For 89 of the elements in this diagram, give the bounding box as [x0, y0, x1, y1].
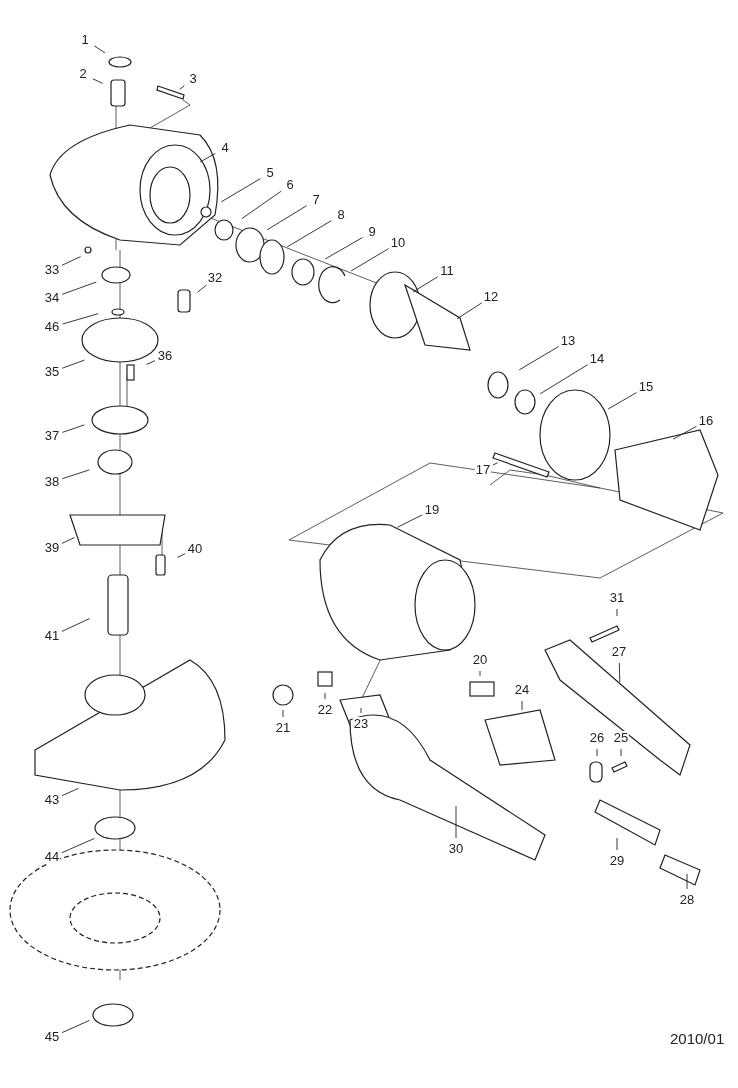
callout-number: 6	[285, 178, 295, 192]
leader-line	[620, 748, 622, 757]
callout-number: 26	[588, 731, 606, 745]
leader-line	[686, 873, 688, 890]
callout-number: 7	[311, 193, 321, 207]
callout-number: 43	[43, 793, 61, 807]
leader-line	[412, 276, 439, 293]
leader-line	[324, 692, 326, 700]
leader-line	[616, 608, 618, 617]
leader-line	[672, 425, 697, 440]
leader-line	[521, 700, 523, 711]
leader-line	[324, 237, 363, 260]
callout-number: 45	[43, 1030, 61, 1044]
date-note: 2010/01	[670, 1030, 725, 1047]
leader-line	[61, 424, 85, 433]
callout-number: 10	[389, 236, 407, 250]
leader-line	[220, 178, 261, 203]
leader-line	[607, 392, 637, 410]
leader-line	[492, 462, 499, 466]
callout-number: 24	[513, 683, 531, 697]
leader-line	[360, 707, 362, 714]
callout-number: 46	[43, 320, 61, 334]
callout-number: 31	[608, 591, 626, 605]
leader-line	[199, 152, 216, 163]
leader-line	[179, 85, 185, 90]
leader-line	[62, 469, 90, 480]
leader-line	[618, 662, 621, 683]
leader-line	[61, 837, 95, 854]
leader-line	[286, 220, 332, 248]
leader-line	[197, 284, 207, 293]
leader-line	[266, 205, 308, 231]
callout-number: 44	[43, 850, 61, 864]
callout-number: 12	[482, 290, 500, 304]
callout-number: 4	[220, 141, 230, 155]
leader-line	[61, 787, 79, 797]
callout-number: 28	[678, 893, 696, 907]
leader-line	[479, 670, 481, 677]
leader-line	[92, 78, 104, 84]
leader-line	[61, 359, 85, 369]
callout-number: 41	[43, 629, 61, 643]
leader-line	[596, 748, 598, 757]
callout-number: 5	[265, 166, 275, 180]
callout-number: 2	[78, 67, 88, 81]
callout-number: 34	[43, 291, 61, 305]
callout-number: 36	[156, 349, 174, 363]
callout-number: 11	[439, 264, 455, 278]
callout-number: 21	[274, 721, 292, 735]
leader-line	[146, 360, 156, 365]
leader-line	[282, 709, 284, 718]
leader-line	[62, 313, 99, 325]
callout-number: 25	[612, 731, 630, 745]
callout-number: 3	[188, 72, 198, 86]
leader-line	[396, 514, 423, 528]
leader-line	[350, 248, 390, 272]
callout-number: 40	[186, 542, 204, 556]
callout-number: 39	[43, 541, 61, 555]
callout-number: 22	[316, 703, 334, 717]
leader-line	[241, 190, 282, 220]
callout-number: 9	[367, 225, 377, 239]
callout-number: 37	[43, 429, 61, 443]
callout-number: 1	[80, 33, 90, 47]
callout-number: 17	[474, 463, 492, 477]
callout-number: 35	[43, 365, 61, 379]
callout-number: 27	[610, 645, 628, 659]
leader-line	[616, 837, 618, 851]
callout-number: 15	[637, 380, 655, 394]
callout-number: 30	[447, 842, 465, 856]
leader-line	[176, 553, 186, 558]
leader-line	[61, 256, 82, 266]
leader-line	[539, 364, 589, 395]
callout-number: 13	[559, 334, 577, 348]
leader-line	[455, 805, 457, 839]
callout-number: 16	[697, 414, 715, 428]
callout-number: 19	[423, 503, 441, 517]
leader-line	[93, 45, 106, 54]
leader-line	[518, 346, 559, 371]
leader-line	[61, 537, 76, 544]
callout-number: 29	[608, 854, 626, 868]
leader-line	[61, 1019, 90, 1034]
leader-line	[61, 281, 97, 295]
callout-number: 14	[588, 352, 606, 366]
callout-number: 33	[43, 263, 61, 277]
callout-number: 8	[336, 208, 346, 222]
callout-number: 23	[352, 717, 370, 731]
leader-line	[61, 618, 91, 632]
callout-number: 20	[471, 653, 489, 667]
leader-line	[456, 302, 483, 320]
callout-number: 38	[43, 475, 61, 489]
callout-number: 32	[206, 271, 224, 285]
